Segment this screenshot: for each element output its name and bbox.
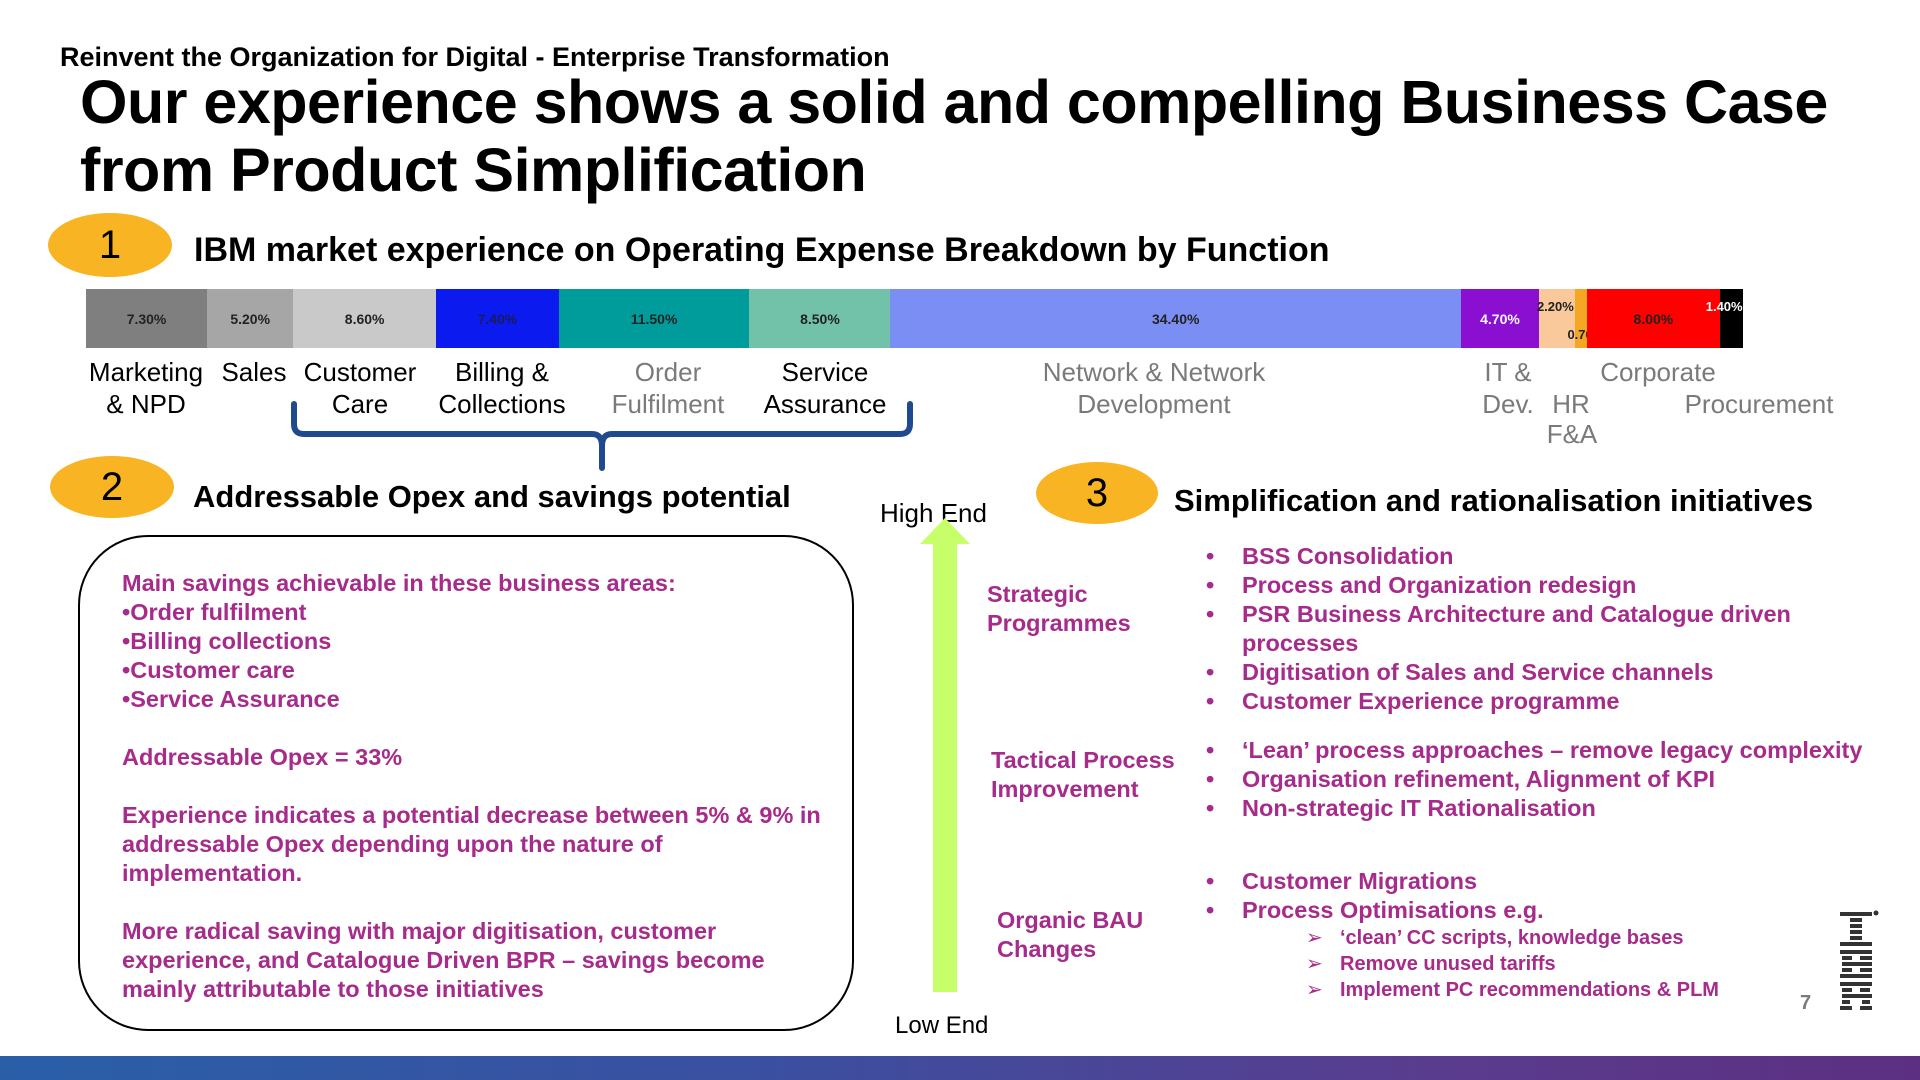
function-label-procurement: Procurement: [1684, 389, 1834, 419]
list-item: •Customer Migrations: [1206, 868, 1478, 894]
function-label-marketing: Marketing & NPD: [88, 357, 204, 419]
page-number: 7: [1800, 992, 1812, 1014]
function-label-service: Service Assurance: [763, 357, 887, 419]
up-arrow-icon: [920, 518, 970, 544]
list-item: ➢‘clean’ CC scripts, knowledge bases: [1306, 927, 1684, 949]
bar-segment: 8.00%: [1587, 289, 1720, 348]
bar-value-label: 2.20%: [1536, 299, 1574, 314]
level-strategic: Strategic Programmes: [987, 581, 1131, 636]
level-tactical: Tactical Process Improvement: [991, 747, 1175, 802]
savings-area: •Order fulfilment: [122, 599, 307, 625]
function-label-customer-care: Customer Care: [303, 357, 417, 419]
list-item: •Organisation refinement, Alignment of K…: [1206, 766, 1716, 792]
bar-segment: 5.20%: [207, 289, 294, 348]
list-item: ➢Remove unused tariffs: [1306, 953, 1556, 975]
section-2-heading: Addressable Opex and savings potential: [193, 479, 791, 514]
bar-segment: 8.50%: [749, 289, 891, 348]
bar-value-label: 34.40%: [1151, 310, 1200, 327]
list-item: •PSR Business Architecture and Catalogue…: [1206, 601, 1791, 656]
section-1-heading: IBM market experience on Operating Expen…: [194, 231, 1330, 269]
list-item: •Digitisation of Sales and Service chann…: [1206, 659, 1714, 685]
savings-intro: Main savings achievable in these busines…: [122, 570, 676, 596]
strategic-list: •BSS Consolidation •Process and Organiza…: [1206, 542, 1846, 716]
bar-segment: 7.30%: [86, 289, 208, 348]
supertitle: Reinvent the Organization for Digital - …: [60, 42, 890, 72]
function-label-fa: F&A: [1546, 419, 1598, 449]
grouping-brace: [291, 401, 913, 471]
footer-gradient-bar: [0, 1056, 1920, 1080]
list-item: •Process and Organization redesign: [1206, 572, 1637, 598]
section-1-badge: 1: [48, 213, 172, 277]
section-3-badge: 3: [1036, 462, 1158, 524]
function-label-hr: HR: [1552, 389, 1590, 419]
organic-sublist: ➢‘clean’ CC scripts, knowledge bases ➢Re…: [1306, 925, 1826, 1003]
tactical-list: •‘Lean’ process approaches – remove lega…: [1206, 736, 1906, 823]
bar-value-label: 8.00%: [1633, 310, 1674, 327]
function-label-billing: Billing & Collections: [438, 357, 566, 419]
bar-segment: 1.40%: [1706, 289, 1743, 348]
low-end-label: Low End: [895, 1012, 989, 1039]
section-3-number: 3: [1085, 470, 1109, 515]
page-title: Our experience shows a solid and compell…: [80, 68, 1828, 204]
function-label-sales: Sales: [221, 357, 287, 387]
savings-box: [78, 535, 854, 1031]
savings-box-text: Main savings achievable in these busines…: [122, 569, 842, 1004]
ibm-logo-icon: [1840, 910, 1879, 1010]
bar-value-label: 8.50%: [800, 310, 840, 327]
list-item: •‘Lean’ process approaches – remove lega…: [1206, 737, 1863, 763]
level-organic: Organic BAU Changes: [997, 907, 1144, 962]
section-3-heading: Simplification and rationalisation initi…: [1174, 483, 1814, 518]
bar-value-label: 5.20%: [230, 310, 271, 327]
section-2-badge: 2: [50, 456, 174, 518]
bar-segment: 11.50%: [558, 289, 750, 348]
list-item: •Customer Experience programme: [1206, 688, 1620, 714]
opex-stacked-bar: 7.30% 5.20% 8.60% 7.40% 11.50% 8.50% 34.40% 4.7…: [86, 289, 1743, 348]
list-item: ➢Implement PC recommendations & PLM: [1306, 979, 1719, 1001]
organic-list: •Customer Migrations •Process Optimisati…: [1206, 867, 1846, 925]
function-label-network: Network & Network Development: [1042, 357, 1266, 419]
list-item: •Non-strategic IT Rationalisation: [1206, 795, 1596, 821]
bar-segment: 8.60%: [293, 289, 436, 348]
bar-segment: 4.70%: [1461, 289, 1539, 348]
bar-value-label: 11.50%: [630, 310, 678, 327]
bar-segment: 34.40%: [890, 289, 1461, 348]
function-label-order: Order Fulfilment: [611, 357, 725, 419]
function-label-corporate: Corporate: [1600, 357, 1716, 387]
section-2-number: 2: [100, 464, 124, 509]
savings-area: •Service Assurance: [122, 686, 340, 712]
addressable-opex: Addressable Opex = 33%: [122, 744, 403, 770]
bar-value-label: 4.70%: [1480, 310, 1520, 327]
scale-arrow-shaft: [933, 542, 957, 992]
function-label-it: IT & Dev.: [1482, 357, 1534, 419]
bar-value-label: 8.60%: [344, 310, 385, 327]
bar-value-label: 1.40%: [1705, 299, 1743, 314]
radical-saving-text: More radical saving with major digitisat…: [122, 918, 765, 1002]
bar-segment: 2.20%: [1536, 289, 1576, 348]
list-item: •Process Optimisations e.g.: [1206, 897, 1544, 923]
bar-value-label: 7.30%: [126, 310, 167, 327]
list-item: •BSS Consolidation: [1206, 543, 1454, 569]
savings-area: •Billing collections: [122, 628, 332, 654]
bar-segment: 7.40%: [435, 289, 559, 348]
bar-segment: 0.70%: [1567, 289, 1604, 348]
bar-value-label: 7.40%: [477, 310, 518, 327]
experience-text: Experience indicates a potential decreas…: [122, 802, 821, 886]
section-1-number: 1: [98, 222, 122, 267]
savings-area: •Customer care: [122, 657, 295, 683]
